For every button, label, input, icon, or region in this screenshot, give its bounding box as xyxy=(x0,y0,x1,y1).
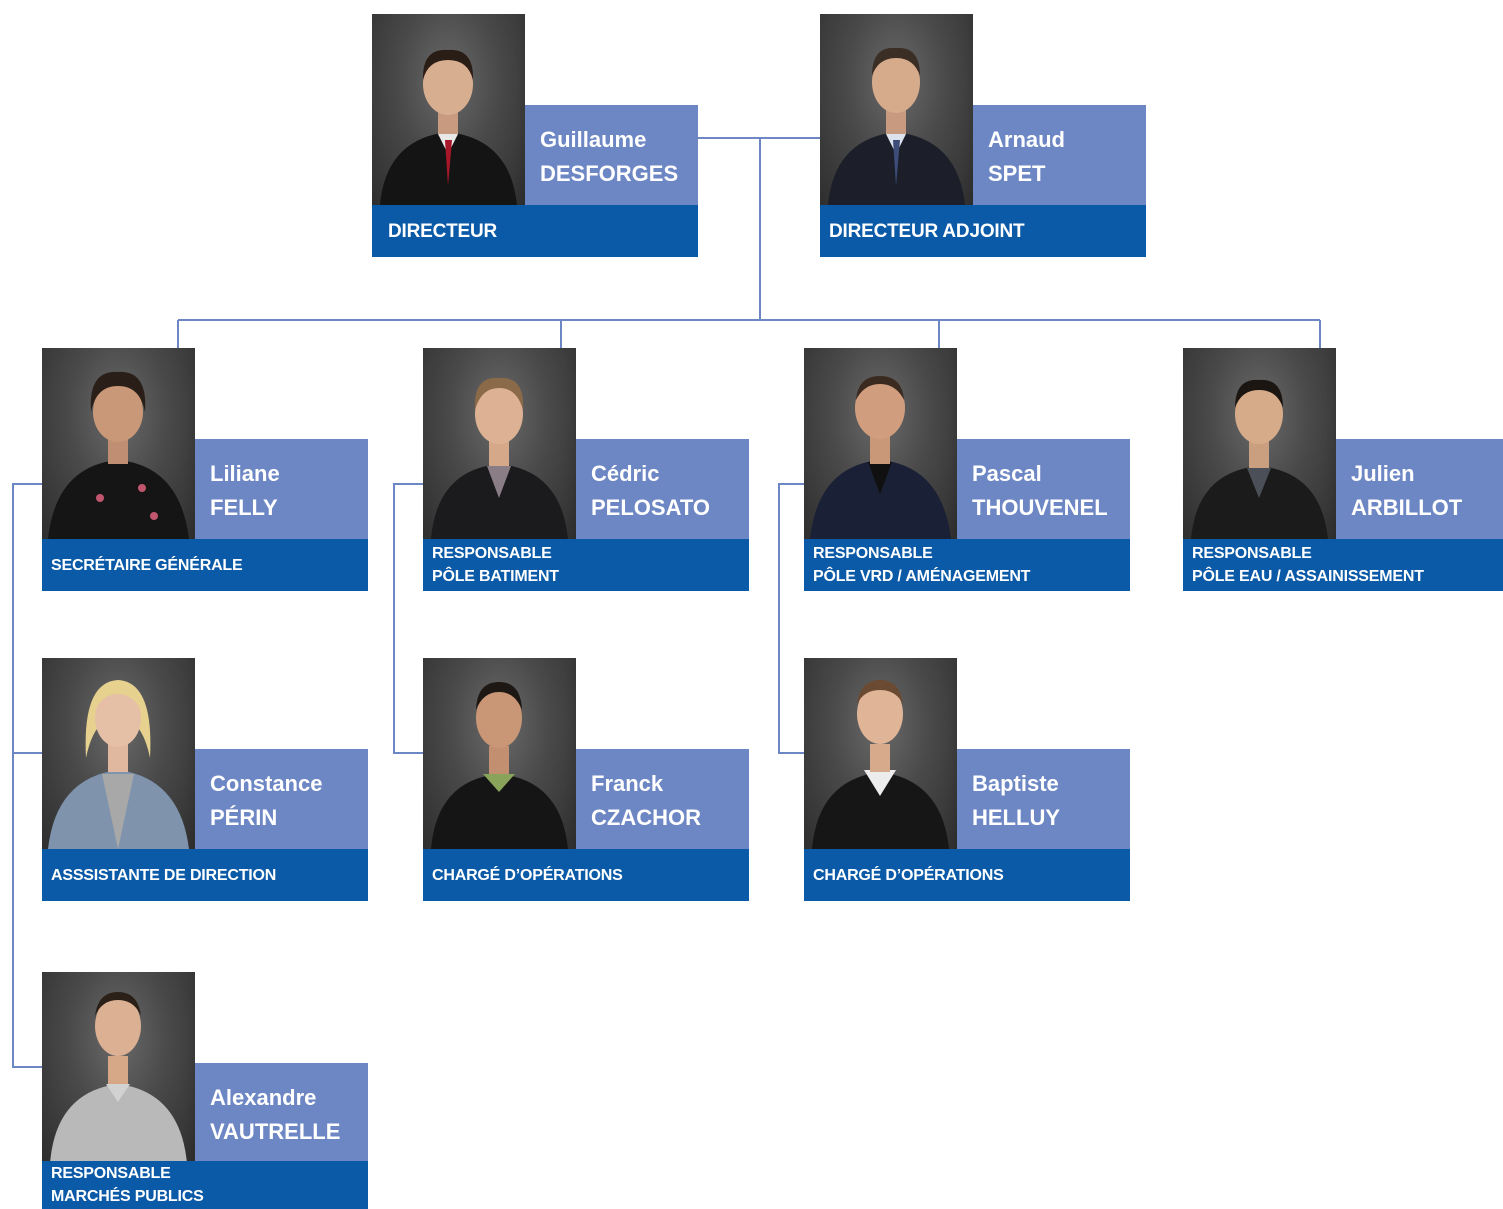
last-name: PÉRIN xyxy=(210,805,278,830)
job-title-line-1: ASSSISTANTE DE DIRECTION xyxy=(51,866,277,884)
job-title-line-1: CHARGÉ D’OPÉRATIONS xyxy=(813,866,1004,884)
name-box: Julien ARBILLOT xyxy=(1336,439,1503,539)
name-box: Liliane FELLY xyxy=(195,439,368,539)
person-silhouette-icon xyxy=(810,376,951,539)
person-photo xyxy=(804,658,957,849)
job-title-line-2: PÔLE BATIMENT xyxy=(432,568,559,585)
job-title-line-1: RESPONSABLE xyxy=(51,1165,171,1182)
first-name: Baptiste xyxy=(972,771,1059,796)
job-title-bar: CHARGÉ D’OPÉRATIONS xyxy=(423,849,749,901)
person-photo xyxy=(804,348,957,539)
job-title-line-2: PÔLE VRD / AMÉNAGEMENT xyxy=(813,568,1031,585)
person-card-thouvenel: Pascal THOUVENEL RESPONSABLE PÔLE VRD / … xyxy=(804,348,1130,591)
person-silhouette-icon xyxy=(431,377,568,539)
job-title-line-1: SECRÉTAIRE GÉNÉRALE xyxy=(51,556,243,574)
job-title-line-2: PÔLE EAU / ASSAINISSEMENT xyxy=(1192,568,1424,585)
job-title-bar: SECRÉTAIRE GÉNÉRALE xyxy=(42,539,368,591)
first-name: Pascal xyxy=(972,461,1042,486)
person-card-pelosato: Cédric PELOSATO RESPONSABLE PÔLE BATIMEN… xyxy=(423,348,749,591)
person-silhouette-icon xyxy=(50,992,187,1161)
job-title-bar: RESPONSABLE PÔLE BATIMENT xyxy=(423,539,749,591)
job-title-bar: RESPONSABLE PÔLE EAU / ASSAINISSEMENT xyxy=(1183,539,1503,591)
name-box: Constance PÉRIN xyxy=(195,749,368,849)
job-title-line-1: RESPONSABLE xyxy=(432,545,552,562)
person-silhouette-icon xyxy=(828,47,965,205)
person-card-desforges: Guillaume DESFORGES DIRECTEUR xyxy=(372,14,698,257)
person-card-perin: Constance PÉRIN ASSSISTANTE DE DIRECTION xyxy=(42,658,368,901)
last-name: DESFORGES xyxy=(540,161,679,186)
name-box: Franck CZACHOR xyxy=(576,749,749,849)
first-name: Guillaume xyxy=(540,127,647,152)
last-name: SPET xyxy=(988,161,1046,186)
person-silhouette-icon xyxy=(48,680,189,849)
first-name: Constance xyxy=(210,771,323,796)
person-card-helluy: Baptiste HELLUY CHARGÉ D’OPÉRATIONS xyxy=(804,658,1130,901)
last-name: FELLY xyxy=(210,495,278,520)
job-title-bar: DIRECTEUR ADJOINT xyxy=(820,205,1146,257)
job-title-line-1: DIRECTEUR ADJOINT xyxy=(829,220,1025,242)
person-photo xyxy=(423,658,576,849)
last-name: CZACHOR xyxy=(591,805,701,830)
person-card-vautrelle: Alexandre VAUTRELLE RESPONSABLE MARCHÉS … xyxy=(42,972,368,1209)
job-title-bar: RESPONSABLE PÔLE VRD / AMÉNAGEMENT xyxy=(804,539,1130,591)
person-card-felly: Liliane FELLY SECRÉTAIRE GÉNÉRALE xyxy=(42,348,368,591)
first-name: Franck xyxy=(591,771,664,796)
last-name: ARBILLOT xyxy=(1351,495,1463,520)
first-name: Cédric xyxy=(591,461,660,486)
person-card-spet: Arnaud SPET DIRECTEUR ADJOINT xyxy=(820,14,1146,257)
person-photo xyxy=(42,658,195,849)
person-silhouette-icon xyxy=(48,371,189,539)
name-box: Guillaume DESFORGES xyxy=(525,105,698,205)
person-photo xyxy=(42,972,195,1161)
first-name: Arnaud xyxy=(988,127,1065,152)
job-title-line-1: CHARGÉ D’OPÉRATIONS xyxy=(432,866,623,884)
job-title-bar: CHARGÉ D’OPÉRATIONS xyxy=(804,849,1130,901)
person-silhouette-icon xyxy=(1191,379,1328,539)
first-name: Liliane xyxy=(210,461,280,486)
job-title-line-2: MARCHÉS PUBLICS xyxy=(51,1188,204,1205)
name-box: Pascal THOUVENEL xyxy=(957,439,1130,539)
connector-thouvenel-team xyxy=(778,483,818,754)
job-title-line-1: RESPONSABLE xyxy=(813,545,933,562)
job-title-line-1: RESPONSABLE xyxy=(1192,545,1312,562)
person-card-arbillot: Julien ARBILLOT RESPONSABLE PÔLE EAU / A… xyxy=(1183,348,1503,591)
name-box: Arnaud SPET xyxy=(973,105,1146,205)
person-card-czachor: Franck CZACHOR CHARGÉ D’OPÉRATIONS xyxy=(423,658,749,901)
name-box: Baptiste HELLUY xyxy=(957,749,1130,849)
last-name: PELOSATO xyxy=(591,495,710,520)
first-name: Julien xyxy=(1351,461,1415,486)
person-silhouette-icon xyxy=(431,682,568,849)
person-photo xyxy=(1183,348,1336,539)
first-name: Alexandre xyxy=(210,1085,317,1110)
person-photo xyxy=(372,14,525,205)
name-box: Cédric PELOSATO xyxy=(576,439,749,539)
last-name: THOUVENEL xyxy=(972,495,1108,520)
person-photo xyxy=(423,348,576,539)
person-silhouette-icon xyxy=(812,680,949,849)
person-photo xyxy=(820,14,973,205)
job-title-bar: RESPONSABLE MARCHÉS PUBLICS xyxy=(42,1161,368,1209)
last-name: VAUTRELLE xyxy=(210,1119,341,1144)
job-title-bar: DIRECTEUR xyxy=(372,205,698,257)
job-title-line-1: DIRECTEUR xyxy=(388,220,498,242)
last-name: HELLUY xyxy=(972,805,1060,830)
name-box: Alexandre VAUTRELLE xyxy=(195,1063,368,1161)
job-title-bar: ASSSISTANTE DE DIRECTION xyxy=(42,849,368,901)
person-silhouette-icon xyxy=(380,49,517,205)
connector-pelosato-team xyxy=(393,483,430,754)
person-photo xyxy=(42,348,195,539)
